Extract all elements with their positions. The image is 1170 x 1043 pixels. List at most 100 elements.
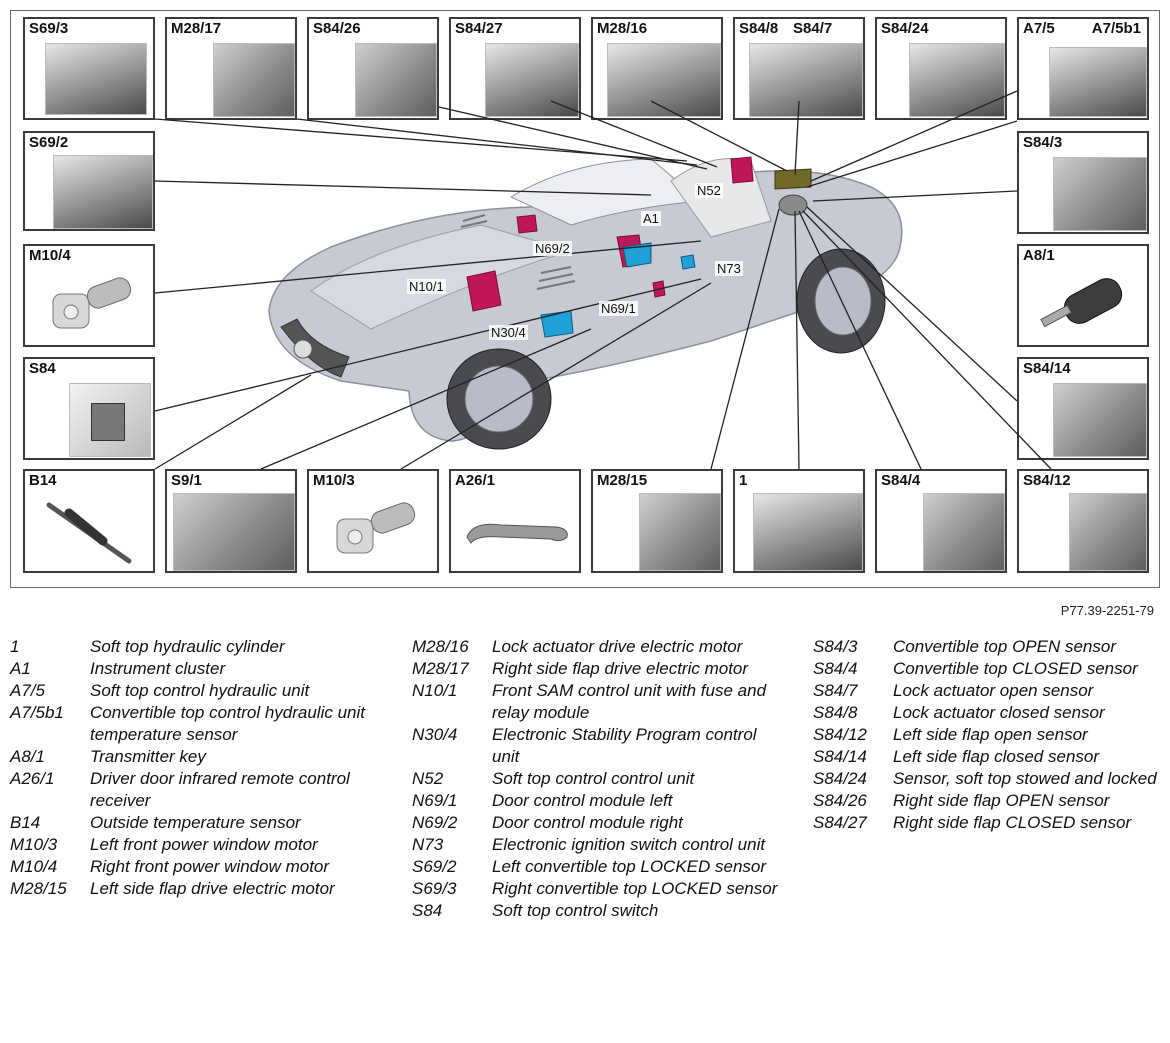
legend-row: A7/5 Soft top control hydraulic unit <box>10 680 390 702</box>
component-photo <box>355 43 437 117</box>
legend-code: M28/16 <box>412 637 469 656</box>
component-photo <box>923 493 1005 571</box>
legend-description: Front SAM control unit with fuse and rel… <box>492 681 767 722</box>
panel-S84-26: S84/26 <box>307 17 439 120</box>
legend-code: N69/1 <box>412 791 458 810</box>
panel-M28-16: M28/16 <box>591 17 723 120</box>
legend-code: S84/14 <box>813 747 867 766</box>
front-wheel-rim <box>464 365 534 433</box>
panel-S84-4: S84/4 <box>875 469 1007 573</box>
component-photo <box>1053 157 1147 231</box>
legend-code: S69/3 <box>412 879 457 898</box>
temperature-sensor-icon <box>46 502 132 564</box>
legend-description: Convertible top OPEN sensor <box>893 637 1116 656</box>
legend-description: Driver door infrared remote control rece… <box>90 769 350 810</box>
panel-S84-14: S84/14 <box>1017 357 1149 460</box>
panel-M10-3: M10/3 <box>307 469 439 573</box>
legend-code: S84/27 <box>813 813 867 832</box>
legend-code: N69/2 <box>412 813 458 832</box>
panel-label: M10/4 <box>29 247 71 264</box>
component-photo <box>485 43 579 117</box>
legend-description: Convertible top CLOSED sensor <box>893 659 1138 678</box>
legend-code: 1 <box>10 637 20 656</box>
callout-N69-1: N69/1 <box>599 301 638 316</box>
legend-description: Sensor, soft top stowed and locked <box>893 769 1157 788</box>
legend-code: M28/17 <box>412 659 469 678</box>
panel-label: A26/1 <box>455 472 496 489</box>
legend-code: N30/4 <box>412 725 458 744</box>
panel-label: B14 <box>29 472 57 489</box>
panel-S84-24: S84/24 <box>875 17 1007 120</box>
callout-N69-2: N69/2 <box>533 241 572 256</box>
panel-label: M28/17 <box>171 20 222 37</box>
panel-S84: S84 <box>23 357 155 460</box>
legend-row: N69/1 Door control module left <box>412 790 782 812</box>
legend-row: N10/1 Front SAM control unit with fuse an… <box>412 680 782 724</box>
switch-shape <box>91 403 125 441</box>
legend-description: Soft top control switch <box>492 901 659 920</box>
component-location-diagram: S69/3 M28/17 S84/26 S84/27 M28/16 S84/8 … <box>10 10 1160 588</box>
legend-description: Transmitter key <box>90 747 206 766</box>
component-N73 <box>680 254 696 270</box>
panel-label: S84 <box>29 360 56 377</box>
panel-label: S9/1 <box>171 472 202 489</box>
component-N10-1 <box>466 270 502 312</box>
component-photo <box>1049 47 1147 117</box>
panel-S84-3: S84/3 <box>1017 131 1149 234</box>
panel-label: S84/3 <box>1023 134 1063 151</box>
callout-A1: A1 <box>641 211 661 226</box>
car-illustration <box>154 90 1052 470</box>
power-window-motor-icon <box>336 502 416 554</box>
legend-code: A7/5 <box>10 681 45 700</box>
callout-N30-4: N30/4 <box>489 325 528 340</box>
legend-code: N10/1 <box>412 681 458 700</box>
legend-code: S84/26 <box>813 791 867 810</box>
component-photo <box>213 43 295 117</box>
panel-label: S84/27 <box>455 20 503 37</box>
legend-description: Instrument cluster <box>90 659 226 678</box>
panel-label: M28/16 <box>597 20 648 37</box>
power-window-motor-icon <box>52 277 132 329</box>
hood-vents <box>460 214 576 290</box>
component-photo <box>1053 383 1147 457</box>
legend-code: M28/15 <box>10 879 67 898</box>
legend-description: Right side flap CLOSED sensor <box>893 813 1132 832</box>
panel-S84-27: S84/27 <box>449 17 581 120</box>
panel-label: A7/5 <box>1023 20 1055 37</box>
legend-code: S84/12 <box>813 725 867 744</box>
legend-row: S84/3 Convertible top OPEN sensor <box>813 636 1165 658</box>
legend-description: Electronic Stability Program control uni… <box>492 725 757 766</box>
panel-label: A8/1 <box>1023 247 1055 264</box>
legend-code: S84/3 <box>813 637 858 656</box>
legend-description: Lock actuator closed sensor <box>893 703 1105 722</box>
panel-S69-3: S69/3 <box>23 17 155 120</box>
component-photo <box>173 493 295 571</box>
panel-S69-2: S69/2 <box>23 131 155 231</box>
legend-description: Left side flap drive electric motor <box>90 879 335 898</box>
panel-M28-17: M28/17 <box>165 17 297 120</box>
legend-description: Door control module left <box>492 791 673 810</box>
panel-label: M28/15 <box>597 472 648 489</box>
callout-N52: N52 <box>695 183 723 198</box>
component-photo <box>749 43 863 117</box>
legend-description: Door control module right <box>492 813 683 832</box>
legend-description: Electronic ignition switch control unit <box>492 835 766 854</box>
legend-description: Left side flap closed sensor <box>893 747 1100 766</box>
legend-row: N30/4 Electronic Stability Program contro… <box>412 724 782 768</box>
transmitter-key-icon <box>1040 278 1123 328</box>
legend-description: Soft top control hydraulic unit <box>90 681 310 700</box>
